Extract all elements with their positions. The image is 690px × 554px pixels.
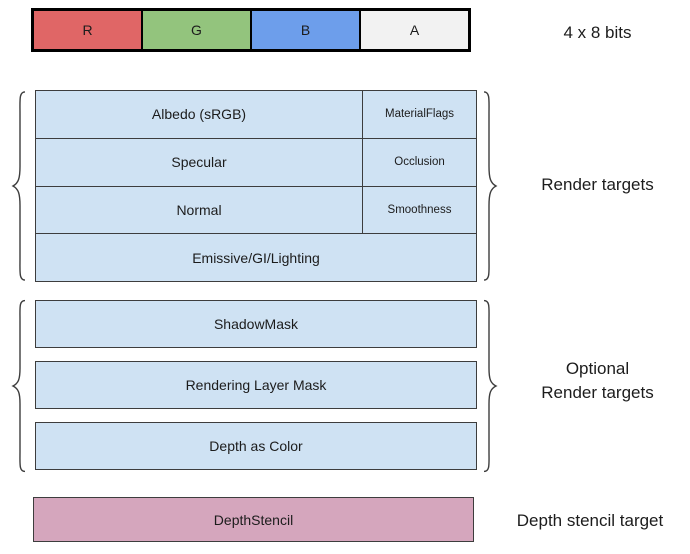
cell-normal: Normal bbox=[176, 201, 222, 218]
channel-cell-g: G bbox=[141, 11, 250, 49]
box-rendering-layer-mask: Rendering Layer Mask bbox=[35, 361, 477, 409]
depth-stencil-caption: Depth stencil target bbox=[516, 511, 664, 530]
rgba-format-bar: R G B A bbox=[31, 8, 471, 52]
render-targets-caption: Render targets bbox=[541, 175, 654, 194]
cell-materialflags: MaterialFlags bbox=[362, 91, 476, 138]
optional-caption-line2: Render targets bbox=[541, 383, 654, 402]
optional-caption-line1: Optional bbox=[565, 359, 630, 378]
cell-emissive: Emissive/GI/Lighting bbox=[192, 249, 320, 266]
channel-cell-a: A bbox=[359, 11, 468, 49]
channel-cell-r: R bbox=[34, 11, 141, 49]
box-depth-as-color: Depth as Color bbox=[35, 422, 477, 470]
table-row-emissive: Emissive/GI/Lighting bbox=[36, 233, 476, 281]
table-row-normal: Normal Smoothness bbox=[36, 185, 476, 234]
optional-render-targets-caption: Optional Render targets bbox=[505, 357, 690, 405]
cell-occlusion: Occlusion bbox=[362, 138, 476, 186]
render-targets-table: Albedo (sRGB) MaterialFlags Specular Occ… bbox=[35, 90, 477, 282]
channel-cell-b: B bbox=[250, 11, 359, 49]
box-shadowmask: ShadowMask bbox=[35, 300, 477, 348]
cell-specular: Specular bbox=[171, 154, 227, 171]
table-row-albedo: Albedo (sRGB) MaterialFlags bbox=[36, 91, 476, 138]
cell-smoothness: Smoothness bbox=[362, 186, 476, 234]
bits-caption: 4 x 8 bits bbox=[563, 23, 632, 42]
right-brace-render-targets bbox=[481, 88, 503, 284]
left-brace-optional-targets bbox=[6, 297, 28, 475]
box-depthstencil: DepthStencil bbox=[33, 497, 474, 542]
right-brace-optional-targets bbox=[481, 297, 503, 475]
left-brace-render-targets bbox=[6, 88, 28, 284]
cell-albedo: Albedo (sRGB) bbox=[151, 106, 247, 123]
table-row-specular: Specular Occlusion bbox=[36, 137, 476, 186]
